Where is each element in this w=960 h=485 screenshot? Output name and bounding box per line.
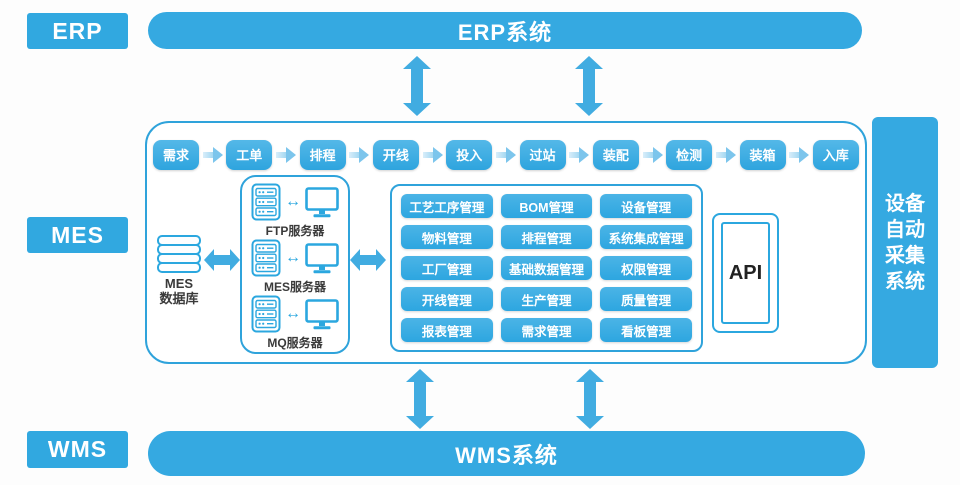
- left-right-arrow-icon: ↔: [285, 193, 301, 210]
- right-panel-line: 设备: [885, 192, 925, 215]
- module-button: BOM管理: [500, 194, 593, 218]
- server-modules-arrow-icon: [350, 248, 386, 272]
- flow-arrow-icon: [275, 146, 297, 163]
- module-button: 权限管理: [600, 256, 692, 280]
- erp-mes-arrow-left-icon: [403, 56, 431, 116]
- api-box: API: [712, 213, 779, 333]
- process-step: 工单: [226, 139, 273, 170]
- device-auto-collection-panel: 设备 自动 采集 系统: [872, 117, 938, 368]
- module-button: 开线管理: [401, 287, 493, 311]
- server-unit-mes: ↔ MES服务器: [251, 239, 339, 295]
- flow-arrow-icon: [568, 146, 590, 163]
- server-rack-icon: [251, 239, 281, 277]
- module-button: 基础数据管理: [500, 256, 593, 280]
- process-flow-row: 需求 工单 排程 开线 投入 过站 装配 检测 装箱 入库: [153, 139, 859, 170]
- flow-arrow-icon: [348, 146, 370, 163]
- process-step: 装配: [592, 139, 639, 170]
- module-button: 工厂管理: [401, 256, 493, 280]
- flow-arrow-icon: [202, 146, 224, 163]
- module-button: 报表管理: [401, 318, 493, 342]
- server-unit-ftp: ↔ FTP服务器: [251, 183, 339, 239]
- mes-layer-label: MES: [27, 217, 128, 253]
- flow-arrow-icon: [495, 146, 517, 163]
- module-button: 生产管理: [500, 287, 593, 311]
- module-button: 物料管理: [401, 225, 493, 249]
- process-step: 排程: [299, 139, 346, 170]
- server-label: MES服务器: [263, 280, 326, 294]
- process-step: 投入: [446, 139, 493, 170]
- flow-arrow-icon: [715, 146, 737, 163]
- module-button: 工艺工序管理: [401, 194, 493, 218]
- flow-arrow-icon: [642, 146, 664, 163]
- server-rack-icon: [251, 295, 281, 333]
- monitor-icon: [305, 298, 339, 329]
- module-button: 看板管理: [600, 318, 692, 342]
- process-step: 入库: [812, 139, 859, 170]
- flow-arrow-icon: [788, 146, 810, 163]
- process-step: 检测: [666, 139, 713, 170]
- module-button: 质量管理: [600, 287, 692, 311]
- erp-system-bar: ERP系统: [148, 12, 862, 49]
- mes-wms-arrow-left-icon: [406, 369, 434, 429]
- mes-modules-box: 工艺工序管理 BOM管理 设备管理 物料管理 排程管理 系统集成管理 工厂管理 …: [390, 184, 703, 352]
- server-label: MQ服务器: [267, 336, 323, 350]
- process-step: 装箱: [739, 139, 786, 170]
- server-box: ↔ FTP服务器: [240, 175, 350, 354]
- erp-layer-label: ERP: [27, 13, 128, 49]
- database-icon: [157, 235, 201, 273]
- process-step: 开线: [372, 139, 419, 170]
- left-right-arrow-icon: ↔: [285, 305, 301, 322]
- module-button: 排程管理: [500, 225, 593, 249]
- mes-wms-arrow-right-icon: [576, 369, 604, 429]
- flow-arrow-icon: [422, 146, 444, 163]
- monitor-icon: [305, 186, 339, 217]
- module-button: 需求管理: [500, 318, 593, 342]
- right-panel-line: 系统: [885, 270, 925, 293]
- module-button: 系统集成管理: [600, 225, 692, 249]
- server-label: FTP服务器: [265, 224, 325, 238]
- right-panel-line: 采集: [885, 244, 925, 267]
- process-step: 过站: [519, 139, 566, 170]
- db-server-arrow-icon: [204, 248, 240, 272]
- wms-system-bar: WMS系统: [148, 431, 865, 476]
- process-step: 需求: [153, 139, 199, 170]
- api-label: API: [721, 222, 770, 324]
- right-panel-line: 自动: [885, 218, 925, 241]
- mes-database: MES 数据库: [149, 235, 209, 307]
- mes-container: 需求 工单 排程 开线 投入 过站 装配 检测 装箱 入库: [145, 121, 867, 364]
- server-rack-icon: [251, 183, 281, 221]
- erp-mes-arrow-right-icon: [575, 56, 603, 116]
- wms-layer-label: WMS: [27, 431, 128, 468]
- module-button: 设备管理: [600, 194, 692, 218]
- monitor-icon: [305, 242, 339, 273]
- database-label: MES 数据库: [159, 276, 199, 306]
- server-unit-mq: ↔ MQ服务器: [251, 295, 339, 351]
- left-right-arrow-icon: ↔: [285, 249, 301, 266]
